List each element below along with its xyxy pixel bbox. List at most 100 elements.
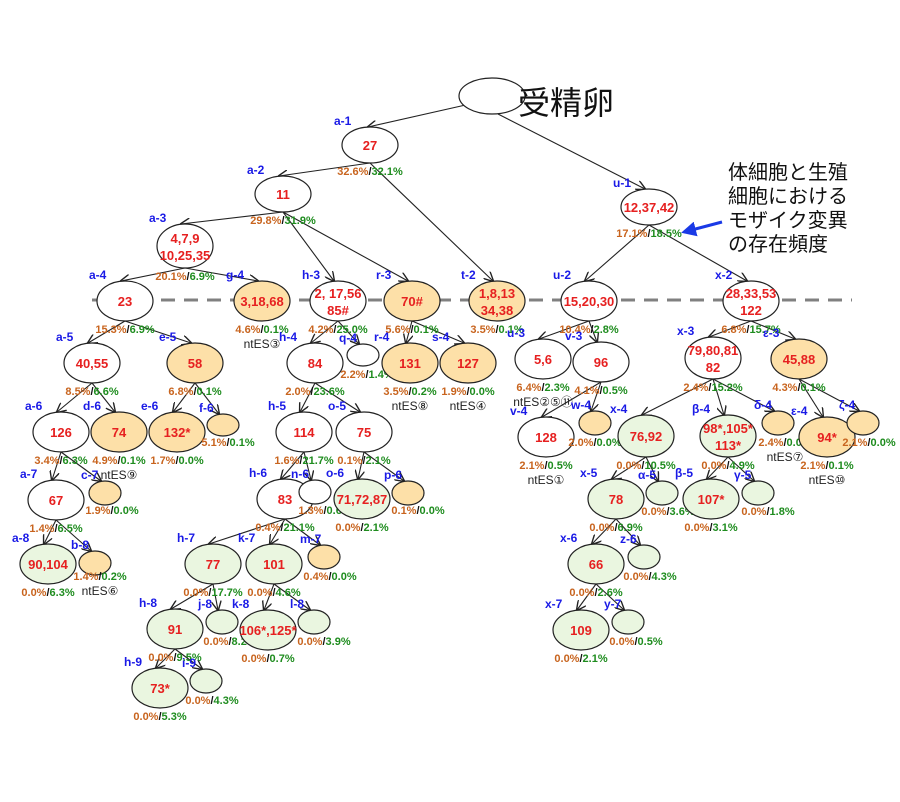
node-h-9[interactable]: h-973*0.0%/5.3% [124,655,189,723]
node-i-9[interactable]: i-90.0%/4.3% [182,656,239,707]
node-ids: 28,33,53 [726,286,777,301]
node-ellipse [156,223,214,269]
germ-frequency: 6.3% [63,455,88,467]
germ-frequency: 0.5% [603,385,628,397]
node-β-4[interactable]: β-498*,105*113*0.0%/4.9% [692,402,757,472]
mosaic-frequency: 0.0%/0.5% [609,636,662,648]
node-a-5[interactable]: a-540,558.5%/6.6% [56,330,121,398]
node-c-7[interactable]: c-71.9%/0.0% [81,468,139,517]
edge-x-2-to-ε-3 [750,320,795,339]
node-γ-5[interactable]: γ-50.0%/1.8% [734,468,795,518]
node-α-5[interactable]: α-50.0%/3.6% [638,468,695,518]
frequency-separator: / [127,324,130,336]
node-x-4[interactable]: x-476,920.0%/10.5% [610,402,676,472]
frequency-separator: / [594,587,597,599]
mosaic-frequency: 4.6%/0.1% [235,324,288,336]
node-ε-4[interactable]: ε-494*2.1%/0.1%ntES⑩ [791,404,856,487]
somatic-frequency: 32.6% [337,166,368,178]
mosaic-frequency: 1.6%/21.7% [274,455,334,467]
mosaic-frequency: 0.0%/4.6% [247,587,300,599]
node-label: g-4 [226,268,244,282]
node-m-7[interactable]: m-70.4%/0.0% [300,532,357,583]
node-ζ-4[interactable]: ζ-42.1%/0.0% [839,398,896,449]
edge-a-2-to-h-3 [282,211,334,281]
node-u-3[interactable]: u-35,66.4%/2.3%ntES②⑤⑪ [507,326,573,409]
node-ids: 82 [706,360,720,375]
node-label: x-7 [545,597,563,611]
edge-x-3-to-δ-4 [712,378,774,411]
node-ellipse [275,411,333,453]
mosaic-frequency: 0.4%/0.0% [303,571,356,583]
somatic-frequency: 0.0% [684,522,709,534]
node-r-3[interactable]: r-370#5.6%/0.1% [376,268,441,336]
node-ids: 114 [294,425,316,440]
frequency-separator: / [187,271,190,283]
somatic-frequency: 0.0% [554,653,579,665]
node-ellipse [78,550,112,576]
node-o-6[interactable]: o-671,72,870.0%/2.1% [326,466,391,534]
node-ellipse [439,342,497,384]
node-p-6[interactable]: p-60.1%/0.0% [384,468,445,517]
mosaic-frequency: 3.5%/0.1% [470,324,523,336]
edge-x-3-to-β-4 [712,378,724,415]
annotation-line: 細胞における [728,184,848,208]
node-label: h-6 [249,466,267,480]
mosaic-frequency: 0.0%/10.5% [616,460,676,472]
node-z-6[interactable]: z-60.0%/4.3% [620,532,677,583]
node-g-4[interactable]: g-43,18,684.6%/0.1%ntES③ [226,268,291,351]
mosaic-frequency: 4.9%/0.1% [92,455,145,467]
node-q-4[interactable]: q-42.2%/1.4% [339,331,394,381]
node-l-8[interactable]: l-80.0%/3.9% [290,597,351,648]
node-w-4[interactable]: w-42.0%/0.0% [568,398,621,449]
mosaic-frequency: 2.1%/0.0% [842,437,895,449]
node-j-8[interactable]: j-80.0%/8.2% [197,597,257,648]
node-y-7[interactable]: y-70.0%/0.5% [604,597,663,648]
node-ellipse [741,480,775,506]
node-ids: 122 [740,303,762,318]
node-δ-4[interactable]: δ-42.4%/0.0%ntES⑦ [754,398,812,464]
edge-e-5-to-e-6 [173,382,196,412]
frequency-separator: / [648,571,651,583]
node-b-8[interactable]: b-81.4%/0.2%ntES⑥ [71,538,127,598]
ntes-label: ntES③ [244,337,281,351]
zygote-node[interactable] [458,77,526,115]
node-ellipse [146,608,204,650]
frequency-separator: / [708,382,711,394]
node-ellipse [206,413,240,437]
node-f-6[interactable]: f-65.1%/0.1% [199,401,255,449]
node-ε-3[interactable]: ε-345,884.3%/0.1% [763,326,828,394]
node-ids: 96 [594,355,608,370]
frequency-separator: / [117,455,120,467]
